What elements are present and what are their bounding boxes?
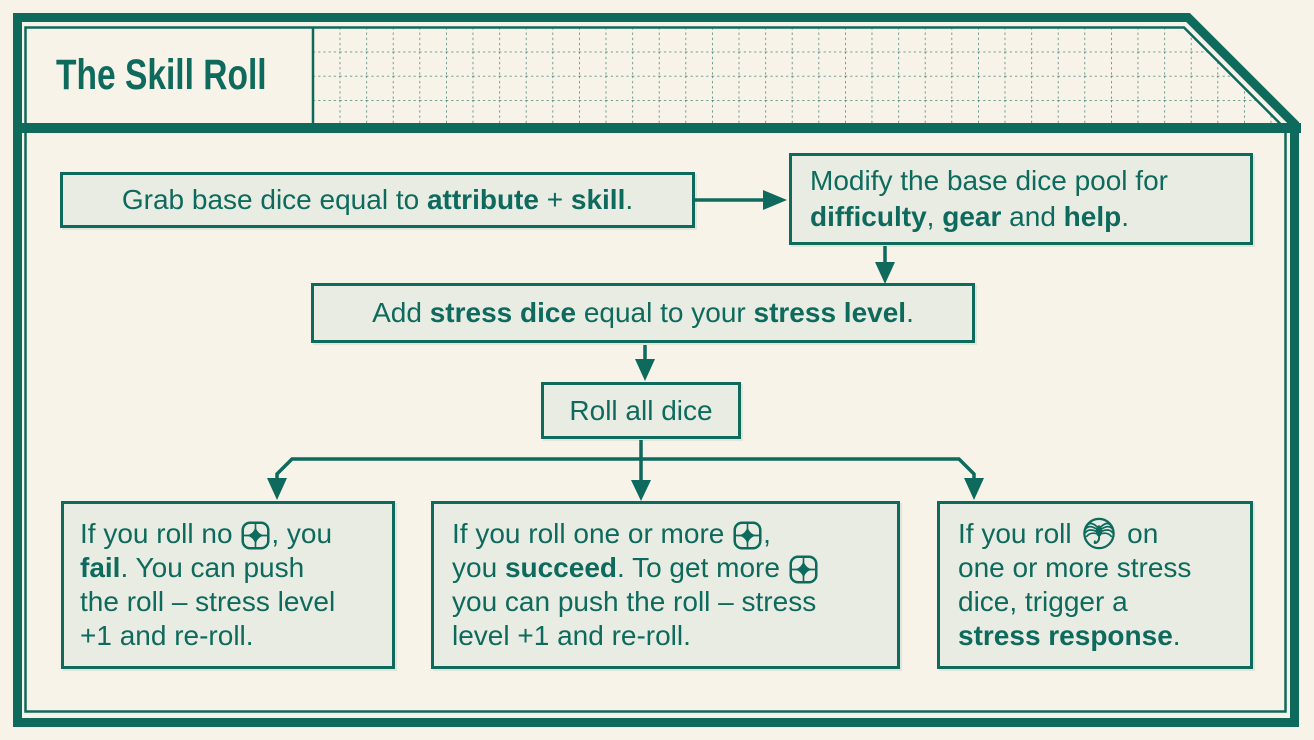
step-roll-all-dice: Roll all dice <box>541 382 741 439</box>
success-die-icon <box>241 521 270 550</box>
step-text: Add stress dice equal to your stress lev… <box>372 297 914 328</box>
text-line: one or more stress <box>958 552 1192 583</box>
text-line: you succeed. To get more <box>452 551 879 585</box>
outer-border <box>13 13 1299 727</box>
step-modify-dice-pool: Modify the base dice pool for difficulty,… <box>789 153 1253 245</box>
diagram-title: The Skill Roll <box>56 51 267 99</box>
text-line: you can push the roll – stress <box>452 586 817 617</box>
inner-border <box>24 26 1287 713</box>
outcome-succeed: If you roll one or more ,you succeed. To… <box>431 501 900 669</box>
text-line: If you roll on <box>958 517 1159 550</box>
text-line: difficulty, gear and help. <box>810 201 1130 232</box>
step-grab-base-dice: Grab base dice equal to attribute + skil… <box>60 172 695 228</box>
success-die-icon <box>789 555 818 584</box>
text-line: If you roll one or more , <box>452 518 771 550</box>
text-line: +1 and re-roll. <box>80 620 254 651</box>
step-add-stress-dice: Add stress dice equal to your stress lev… <box>311 283 975 343</box>
step-text: Roll all dice <box>569 394 713 426</box>
text-line: Modify the base dice pool for <box>810 165 1168 196</box>
text-line: level +1 and re-roll. <box>452 620 691 651</box>
text-line: the roll – stress level <box>80 586 336 617</box>
facehugger-icon <box>1083 517 1116 550</box>
text-line: stress response. <box>958 620 1181 651</box>
success-die-icon <box>733 521 762 550</box>
text-line: dice, trigger a <box>958 586 1128 617</box>
text-line: If you roll no , you <box>80 518 333 550</box>
text-line: fail. You can push <box>80 552 305 583</box>
step-text: Grab base dice equal to attribute + skil… <box>121 184 634 215</box>
flow-arrows <box>267 190 984 501</box>
header-grid <box>314 27 1279 123</box>
